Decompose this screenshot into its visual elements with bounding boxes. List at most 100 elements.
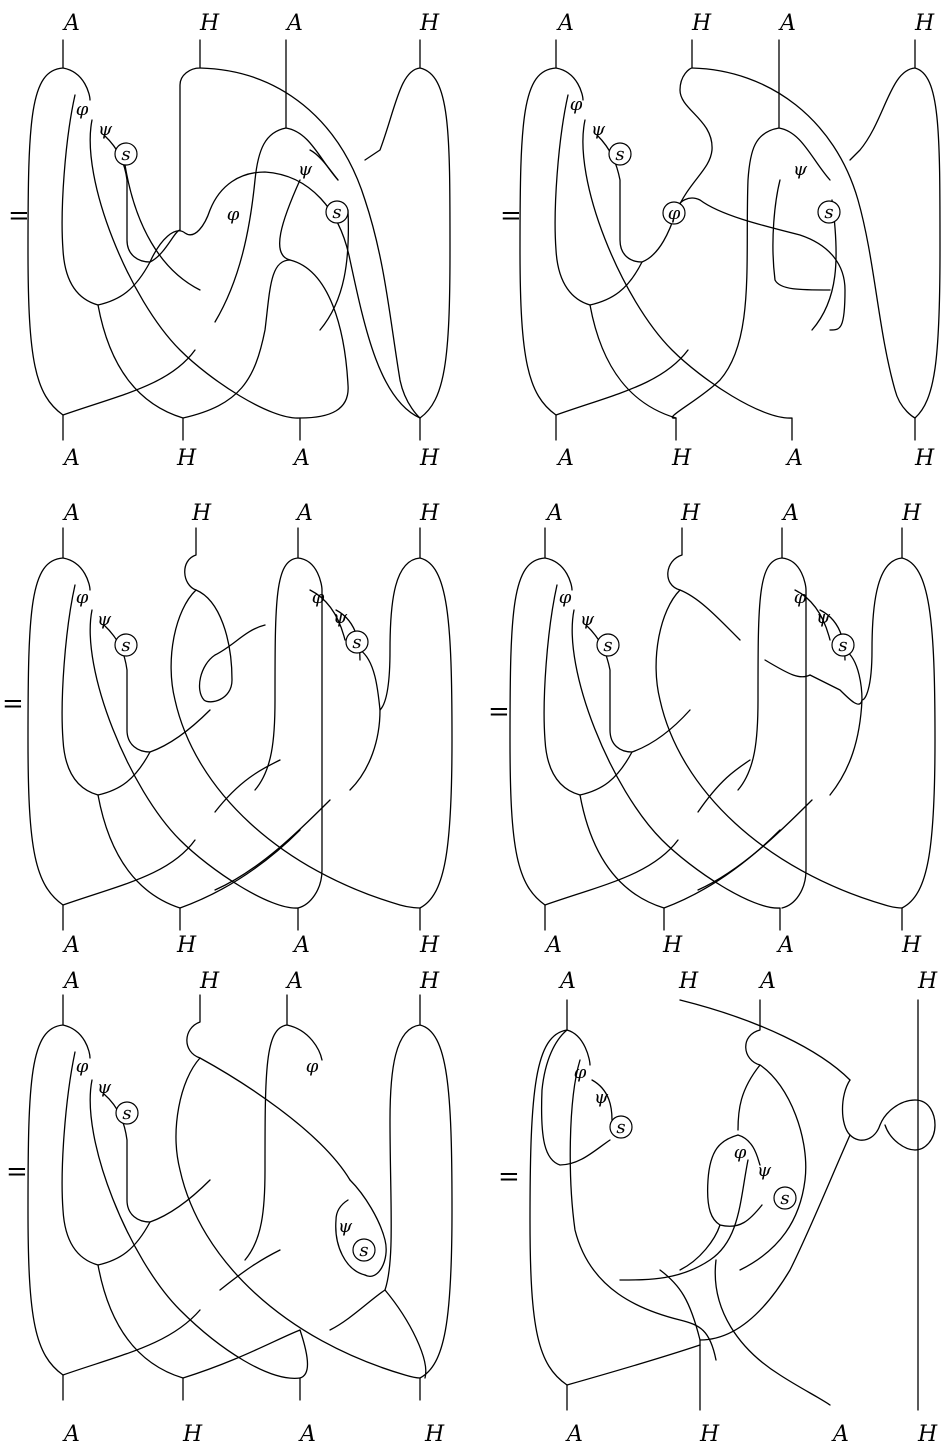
top-label: H <box>680 501 701 526</box>
panel-3: = A H A H A H A H <box>2 501 452 958</box>
top-label: H <box>691 11 712 36</box>
bottom-label: H <box>662 933 683 958</box>
bottom-label: H <box>914 446 935 471</box>
top-label: A <box>295 501 313 526</box>
node-phi: φ <box>794 587 807 608</box>
node-phi: φ <box>76 1056 89 1077</box>
top-label: H <box>419 501 440 526</box>
top-label: A <box>285 11 303 36</box>
top-label: A <box>781 501 799 526</box>
svg-text:s: s <box>615 144 624 165</box>
node-psi: ψ <box>580 609 595 630</box>
svg-text:ψ: ψ <box>591 119 606 140</box>
svg-text:φ: φ <box>76 1056 89 1077</box>
bottom-label: H <box>901 933 922 958</box>
equals-sign: = <box>6 1157 28 1187</box>
bottom-label: A <box>831 1422 849 1447</box>
top-label: H <box>199 11 220 36</box>
svg-text:s: s <box>616 1117 625 1138</box>
svg-text:ψ: ψ <box>333 607 348 628</box>
node-s: s <box>832 634 854 656</box>
top-label: A <box>758 969 776 994</box>
bottom-label: A <box>565 1422 583 1447</box>
node-s: s <box>597 634 619 656</box>
svg-text:φ: φ <box>734 1142 747 1163</box>
equals-sign: = <box>8 201 30 231</box>
node-phi: φ <box>559 587 572 608</box>
top-label: A <box>62 501 80 526</box>
node-s: s <box>609 143 631 165</box>
svg-text:φ: φ <box>306 1056 319 1077</box>
svg-text:φ: φ <box>227 204 240 225</box>
bottom-label: A <box>292 933 310 958</box>
node-phi: φ <box>76 587 89 608</box>
top-label: A <box>545 501 563 526</box>
svg-text:ψ: ψ <box>580 609 595 630</box>
svg-text:s: s <box>121 144 130 165</box>
bottom-label: A <box>292 446 310 471</box>
svg-text:s: s <box>122 1103 131 1124</box>
node-s: s <box>346 631 368 653</box>
bottom-label: A <box>298 1422 316 1447</box>
svg-text:s: s <box>780 1188 789 1209</box>
node-s: s <box>115 634 137 656</box>
svg-text:φ: φ <box>312 587 325 608</box>
svg-text:ψ: ψ <box>793 159 808 180</box>
top-label: A <box>62 969 80 994</box>
strands <box>520 40 940 440</box>
node-s: s <box>353 1239 375 1261</box>
node-s: s <box>818 201 840 223</box>
bottom-label: H <box>176 933 197 958</box>
svg-text:ψ: ψ <box>757 1160 772 1181</box>
svg-text:ψ: ψ <box>338 1216 353 1237</box>
bottom-label: H <box>917 1422 938 1447</box>
equals-sign: = <box>500 201 522 231</box>
node-psi: ψ <box>816 607 831 628</box>
svg-text:φ: φ <box>668 203 681 224</box>
top-label: A <box>285 969 303 994</box>
node-psi: ψ <box>757 1160 772 1181</box>
bottom-label: H <box>419 446 440 471</box>
svg-text:ψ: ψ <box>298 159 313 180</box>
svg-text:φ: φ <box>570 94 583 115</box>
node-s: s <box>116 1102 138 1124</box>
svg-text:ψ: ψ <box>816 607 831 628</box>
node-psi: ψ <box>98 119 113 140</box>
svg-text:s: s <box>352 632 361 653</box>
top-label: H <box>901 501 922 526</box>
node-phi: φ <box>312 587 325 608</box>
top-label: H <box>419 11 440 36</box>
node-psi: ψ <box>594 1087 609 1108</box>
top-label: H <box>678 969 699 994</box>
top-label: A <box>778 11 796 36</box>
node-phi: φ <box>76 99 89 120</box>
panel-2: = A H A H A H A H φ ψ s <box>500 11 940 471</box>
equals-sign: = <box>488 697 510 727</box>
svg-text:s: s <box>838 635 847 656</box>
bottom-label: A <box>556 446 574 471</box>
node-psi: ψ <box>591 119 606 140</box>
panel-1: = A H A H A H A H <box>8 11 450 471</box>
bottom-label: A <box>62 933 80 958</box>
node-s: s <box>610 1116 632 1138</box>
bottom-label: A <box>776 933 794 958</box>
node-psi: ψ <box>793 159 808 180</box>
bottom-label: H <box>419 933 440 958</box>
svg-text:φ: φ <box>76 99 89 120</box>
strands <box>510 528 935 930</box>
top-label: H <box>419 969 440 994</box>
bottom-label: H <box>699 1422 720 1447</box>
svg-text:s: s <box>824 202 833 223</box>
node-s: s <box>326 201 348 223</box>
strands <box>28 995 452 1400</box>
panel-5: = A H A H A H A H <box>6 969 452 1447</box>
node-s: s <box>115 143 137 165</box>
node-psi: ψ <box>97 609 112 630</box>
svg-text:φ: φ <box>76 587 89 608</box>
node-psi: ψ <box>338 1216 353 1237</box>
bottom-label: A <box>62 446 80 471</box>
svg-text:φ: φ <box>794 587 807 608</box>
node-psi: ψ <box>333 607 348 628</box>
svg-text:ψ: ψ <box>97 609 112 630</box>
